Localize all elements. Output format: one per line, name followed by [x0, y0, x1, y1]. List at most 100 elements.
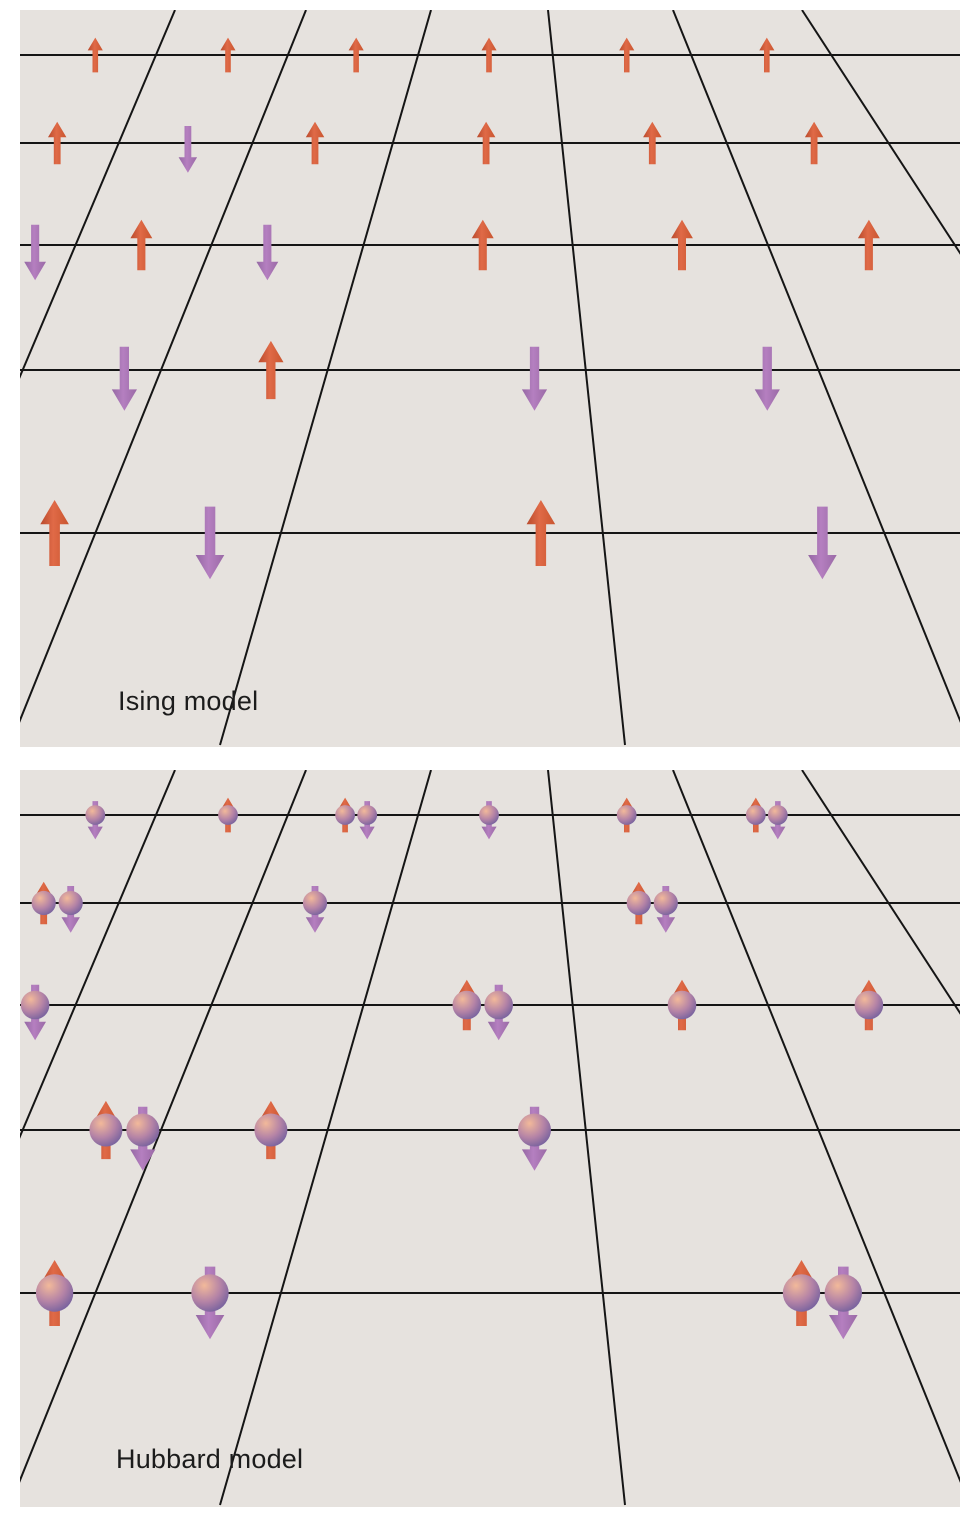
- lattice-site: [759, 37, 775, 73]
- hubbard-model-panel: [0, 760, 975, 1521]
- lattice-site: [256, 224, 279, 281]
- lattice-site: [24, 224, 46, 281]
- lattice-sites: [20, 797, 884, 1340]
- lattice-site: [452, 979, 513, 1041]
- lattice-site: [20, 984, 50, 1041]
- lattice-column-line: [20, 770, 307, 1483]
- spin-up-arrow: [619, 37, 635, 73]
- electron-sphere: [357, 805, 378, 825]
- lattice-grid: [20, 10, 960, 746]
- lattice-site: [258, 340, 284, 400]
- lattice-site: [471, 219, 494, 271]
- electron-sphere: [20, 990, 50, 1020]
- lattice-site: [754, 346, 780, 411]
- electron-sphere: [31, 890, 56, 916]
- hubbard-model-label: Hubbard model: [116, 1444, 304, 1474]
- spin-down-arrow: [195, 506, 225, 580]
- lattice-site: [48, 121, 67, 165]
- lattice-site: [518, 1106, 551, 1171]
- lattice-site: [667, 979, 697, 1031]
- spin-down-arrow: [178, 126, 198, 173]
- lattice-site: [619, 37, 635, 73]
- spin-down-arrow: [521, 346, 548, 411]
- lattice-background: [20, 770, 960, 1507]
- lattice-sites: [24, 37, 880, 580]
- lattice-site: [195, 506, 225, 580]
- lattice-background: [20, 10, 960, 747]
- electron-sphere: [85, 805, 106, 825]
- lattice-site: [804, 121, 824, 165]
- lattice-site: [782, 1260, 862, 1340]
- lattice-column-line: [672, 770, 960, 1483]
- lattice-site: [40, 500, 69, 566]
- lattice-site: [643, 121, 662, 165]
- lattice-column-line: [219, 770, 432, 1506]
- lattice-site: [808, 506, 837, 580]
- lattice-site: [854, 979, 884, 1031]
- electron-sphere: [89, 1113, 123, 1147]
- spin-up-arrow: [258, 340, 284, 400]
- electron-sphere: [854, 990, 884, 1020]
- hubbard-lattice: [20, 770, 960, 1507]
- electron-sphere: [667, 990, 697, 1020]
- electron-sphere: [126, 1113, 160, 1147]
- spin-down-arrow: [24, 224, 46, 281]
- lattice-site: [111, 346, 137, 411]
- lattice-site: [305, 121, 325, 165]
- spin-up-arrow: [759, 37, 775, 73]
- lattice-column-line: [219, 10, 432, 746]
- lattice-column-line: [801, 10, 960, 255]
- lattice-column-line: [801, 770, 960, 1015]
- lattice-site: [479, 801, 499, 840]
- spin-up-arrow: [220, 37, 236, 73]
- lattice-site: [85, 801, 106, 840]
- electron-sphere: [484, 990, 513, 1020]
- lattice-site: [671, 219, 693, 271]
- lattice-site: [31, 881, 83, 933]
- spin-up-arrow: [671, 219, 693, 271]
- electron-sphere: [518, 1113, 551, 1147]
- spin-up-arrow: [643, 121, 662, 165]
- lattice-site: [191, 1266, 229, 1340]
- lattice-column-line: [547, 10, 626, 746]
- spin-up-arrow: [857, 219, 880, 271]
- electron-sphere: [767, 805, 788, 825]
- lattice-site: [745, 797, 788, 840]
- electron-sphere: [782, 1274, 821, 1312]
- electron-sphere: [616, 805, 637, 825]
- spin-up-arrow: [348, 37, 364, 73]
- lattice-site: [254, 1100, 288, 1160]
- electron-sphere: [479, 805, 499, 825]
- spin-down-arrow: [754, 346, 780, 411]
- lattice-column-line: [547, 770, 626, 1506]
- lattice-column-line: [672, 10, 960, 723]
- lattice-site: [348, 37, 364, 73]
- lattice-site: [35, 1260, 74, 1326]
- electron-sphere: [254, 1113, 288, 1147]
- spin-up-arrow: [476, 121, 496, 165]
- spin-down-arrow: [256, 224, 279, 281]
- lattice-site: [220, 37, 236, 73]
- spin-up-arrow: [471, 219, 494, 271]
- ising-model-panel: [0, 0, 975, 760]
- spin-up-arrow: [305, 121, 325, 165]
- lattice-site: [89, 1100, 160, 1171]
- spin-up-arrow: [87, 37, 103, 73]
- lattice-column-line: [20, 10, 176, 379]
- spin-up-arrow: [804, 121, 824, 165]
- electron-sphere: [191, 1274, 229, 1312]
- spin-up-arrow: [130, 219, 153, 271]
- electron-sphere: [335, 805, 355, 825]
- electron-sphere: [824, 1274, 862, 1312]
- electron-sphere: [745, 805, 766, 825]
- lattice-site: [218, 797, 238, 833]
- lattice-site: [526, 500, 556, 566]
- spin-up-arrow: [526, 500, 556, 566]
- electron-sphere: [58, 890, 83, 916]
- lattice-site: [481, 37, 497, 73]
- lattice-site: [857, 219, 880, 271]
- lattice-site: [178, 126, 198, 173]
- lattice-column-line: [20, 770, 176, 1139]
- lattice-site: [130, 219, 153, 271]
- spin-down-arrow: [808, 506, 837, 580]
